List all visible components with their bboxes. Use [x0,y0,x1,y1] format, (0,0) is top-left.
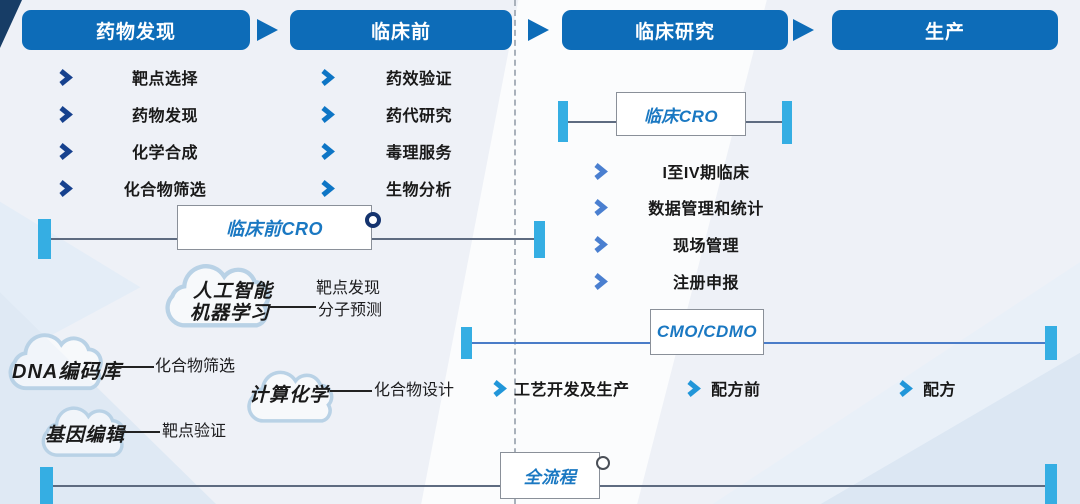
preclinical-cro-label-box: 临床前CRO [177,205,372,250]
item-label: 现场管理 [672,238,739,255]
cloud-target-label: 化合物筛选 [155,358,236,375]
list-item: 现场管理 [593,233,739,255]
cloud-target-label: 靶点发现 [316,280,381,297]
cloud-target-label: 靶点验证 [162,423,227,440]
list-item: 注册申报 [593,270,739,292]
bracket-endcap [534,221,545,258]
stage-drug-discovery: 药物发现 [22,10,250,50]
list-item: 化学合成 [58,140,198,162]
cloud-label: 基因编辑 [45,425,126,446]
bracket-endcap [461,327,472,359]
item-label: 生物分析 [385,182,452,199]
bracket-endcap [38,219,51,259]
cmo-cdmo-label-box: CMO/CDMO [650,309,764,355]
chevron-right-icon [493,379,507,397]
item-label: 毒理服务 [385,145,452,162]
stage-arrow-icon [528,19,549,41]
item-label: 数据管理和统计 [648,201,764,218]
stage-label: 临床前 [370,21,431,43]
chevron-right-icon [59,142,73,160]
chevron-right-icon [59,68,73,86]
list-item: I至IV期临床 [593,160,749,182]
connector-line [120,431,160,433]
chevron-right-icon [321,179,335,197]
list-item: 药效验证 [320,66,452,88]
chevron-right-icon [59,179,73,197]
connector-line [112,366,154,368]
stage-arrow-icon [793,19,814,41]
chevron-right-icon [594,162,608,180]
item-label: 化学合成 [131,145,198,162]
stage-preclinical: 临床前 [290,10,512,50]
chevron-right-icon [594,235,608,253]
chevron-right-icon [594,198,608,216]
list-item: 工艺开发及生产 [492,377,630,399]
stage-production: 生产 [832,10,1058,50]
stage-label: 生产 [924,21,965,43]
item-label: 药物发现 [131,108,198,125]
chevron-right-icon [899,379,913,397]
corner-triangle-decoration [0,0,22,48]
list-item: 化合物筛选 [58,177,206,199]
list-item: 数据管理和统计 [593,196,763,218]
list-item: 配方前 [686,377,761,399]
bracket-label: 临床前CRO [226,218,323,239]
list-item: 配方 [898,377,956,399]
cloud-icon [247,370,334,423]
item-label: 药效验证 [385,71,452,88]
bracket-label: 全流程 [523,468,577,487]
bracket-label: CMO/CDMO [656,322,758,341]
stage-arrow-icon [257,19,278,41]
list-item: 靶点选择 [58,66,198,88]
chevron-right-icon [687,379,701,397]
clinical-cro-label-box: 临床CRO [616,92,746,136]
connector-line [268,306,316,308]
item-label: 靶点选择 [131,71,198,88]
item-label: 配方 [923,382,957,399]
bracket-endcap [40,467,53,504]
stage-clinical-research: 临床研究 [562,10,788,50]
item-label: 注册申报 [672,275,739,292]
cloud-label: DNA编码库 [12,361,122,383]
bracket-endcap [782,101,792,144]
item-label: 药代研究 [385,108,452,125]
cloud-label: 计算化学 [249,385,330,406]
bracket-endcap [1045,464,1057,504]
item-label: 配方前 [711,382,761,399]
list-item: 毒理服务 [320,140,452,162]
list-item: 药代研究 [320,103,452,125]
stage-label: 临床研究 [634,21,715,43]
cloud-label: 机器学习 [190,303,271,324]
cloud-target-label: 分子预测 [318,302,383,319]
bracket-label: 临床CRO [643,106,719,126]
bracket-endcap [1045,326,1057,360]
item-label: I至IV期临床 [662,165,750,182]
chevron-right-icon [321,105,335,123]
dashed-phase-divider [514,0,516,504]
bracket-endcap [558,101,568,142]
cloud-target-label: 化合物设计 [374,382,455,399]
chevron-right-icon [321,142,335,160]
item-label: 工艺开发及生产 [514,382,630,399]
chevron-right-icon [321,68,335,86]
chevron-right-icon [59,105,73,123]
list-item: 生物分析 [320,177,452,199]
full-process-label-box: 全流程 [500,452,600,499]
list-item: 药物发现 [58,103,198,125]
connector-line [330,390,372,392]
stage-label: 药物发现 [95,21,176,43]
circle-marker [596,456,610,470]
circle-marker [365,212,381,228]
chevron-right-icon [594,272,608,290]
item-label: 化合物筛选 [123,182,207,199]
